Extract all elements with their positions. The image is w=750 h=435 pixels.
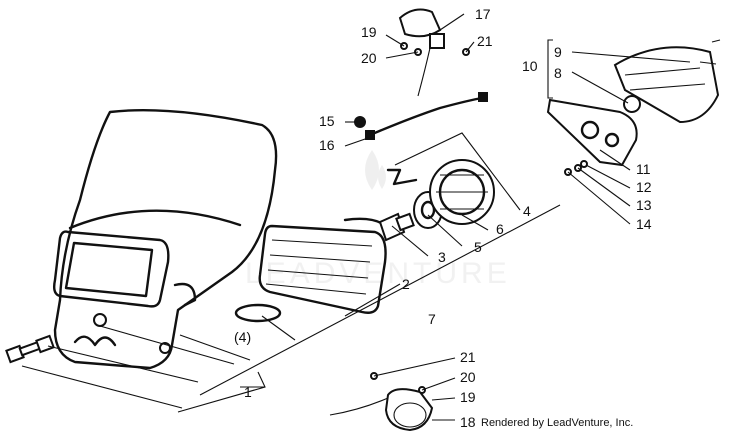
gasket-ring — [234, 303, 282, 323]
indicator-lamp-top — [398, 8, 470, 97]
indicator-lamp-bottom — [329, 372, 434, 432]
render-credit: Rendered by LeadVenture, Inc. — [481, 417, 633, 429]
wiring-harness — [354, 92, 488, 140]
callout-9: 9 — [554, 44, 562, 60]
callout-11: 11 — [636, 161, 651, 177]
watermark-text: LEADVENTURE — [245, 257, 511, 290]
headlight-reflector-cap — [429, 159, 495, 225]
headlight-bulb — [378, 212, 415, 242]
callout-2: 2 — [402, 276, 410, 292]
callout-20-top: 20 — [361, 50, 377, 66]
callout-19-bottom: 19 — [460, 389, 476, 405]
callout-14: 14 — [636, 216, 652, 232]
callout-20-bottom: 20 — [460, 369, 476, 385]
callout-18: 18 — [460, 414, 476, 430]
callout-13: 13 — [636, 197, 652, 213]
leader-lines — [21, 13, 691, 421]
callout-21-bottom: 21 — [460, 349, 476, 365]
callout-8: 8 — [554, 65, 562, 81]
callout-12: 12 — [636, 179, 652, 195]
callout-21-top: 21 — [477, 33, 493, 49]
callout-1: 1 — [244, 384, 252, 400]
callout-17: 17 — [475, 6, 491, 22]
retainer-spring — [386, 168, 418, 186]
callout-7: 7 — [428, 311, 436, 327]
watermark-logo: LEADVENTURE — [245, 150, 511, 290]
callout-10: 10 — [522, 58, 538, 74]
callout-5: 5 — [474, 239, 482, 255]
callout-19-top: 19 — [361, 24, 377, 40]
mounting-bolt — [5, 334, 55, 364]
callout-3: 3 — [438, 249, 446, 265]
callout-4: 4 — [523, 203, 531, 219]
callout-15: 15 — [319, 113, 335, 129]
tail-light-assembly — [546, 39, 721, 176]
headlight-fairing — [52, 109, 278, 370]
callout-6: 6 — [496, 221, 504, 237]
callout-16: 16 — [319, 137, 335, 153]
callout-4-paren: (4) — [234, 329, 251, 345]
